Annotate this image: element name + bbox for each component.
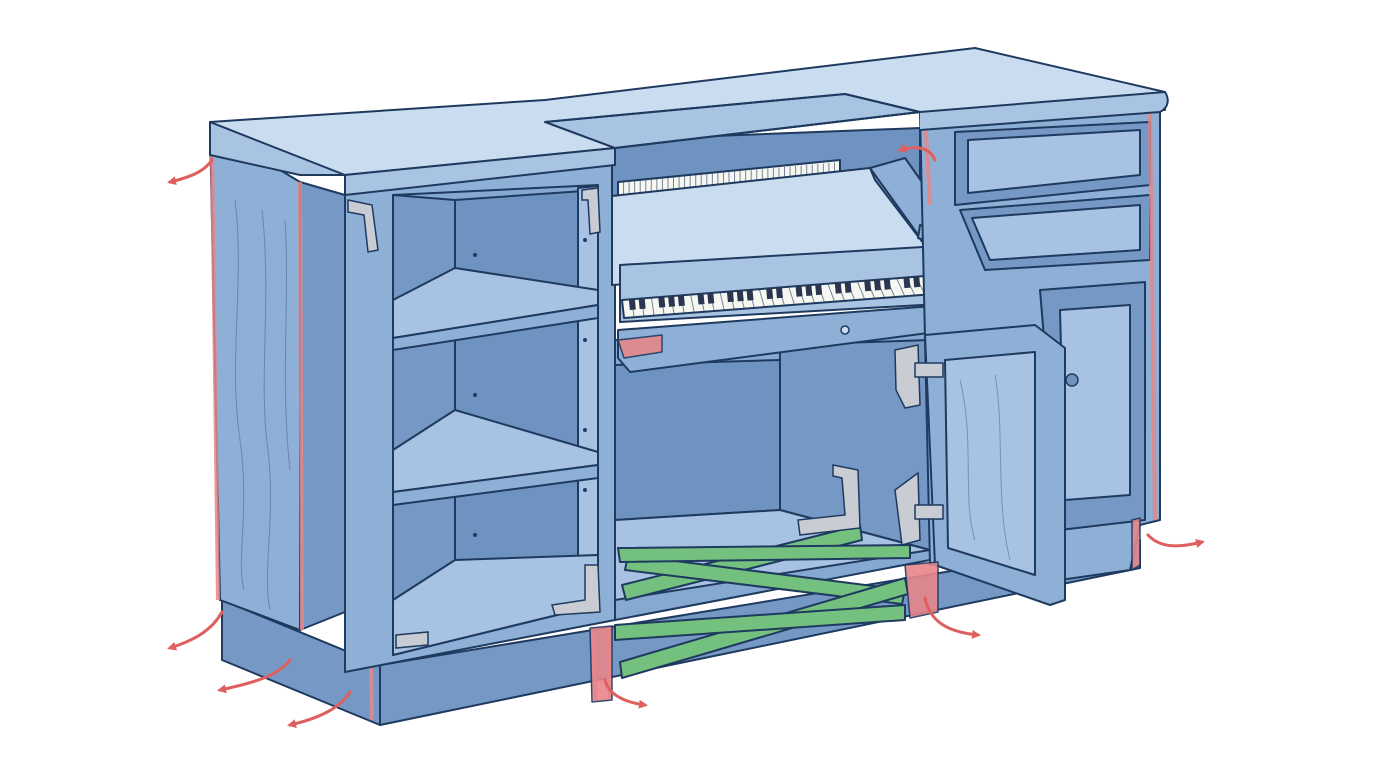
black-keys xyxy=(628,273,960,310)
black-key xyxy=(746,289,754,301)
black-key xyxy=(775,287,783,299)
corner-bracket xyxy=(347,199,379,253)
arrow-icon xyxy=(923,596,981,639)
arrow-icon xyxy=(1146,533,1205,548)
black-key xyxy=(736,290,744,302)
black-key xyxy=(638,298,646,310)
corner-bracket xyxy=(395,631,429,649)
corner-bracket xyxy=(797,464,861,536)
white-key xyxy=(719,292,725,311)
right-cabinet xyxy=(894,111,1161,619)
arrow-icon xyxy=(897,144,937,162)
arrow-icon xyxy=(167,158,214,185)
black-key xyxy=(864,280,872,292)
black-key xyxy=(874,279,882,291)
black-key xyxy=(834,282,842,294)
hinge-icon xyxy=(894,471,944,546)
center-bay xyxy=(589,329,931,703)
shelf xyxy=(392,267,599,351)
keyhole-icon xyxy=(840,325,850,335)
hinge-icon xyxy=(894,344,944,409)
shelf xyxy=(392,409,599,506)
cross-brace xyxy=(614,524,911,679)
white-key xyxy=(650,297,655,316)
arrow-icon xyxy=(603,678,648,709)
expansion-arrows xyxy=(167,144,1205,729)
arrow-icon xyxy=(287,690,352,729)
black-key xyxy=(677,295,685,307)
piano-keyboard xyxy=(611,127,1026,373)
arrow-icon xyxy=(167,610,224,651)
left-cabinet xyxy=(344,164,616,673)
black-key xyxy=(903,277,911,289)
white-key xyxy=(896,278,906,297)
corner-bracket xyxy=(551,564,601,616)
countertop xyxy=(209,47,1169,196)
black-key xyxy=(726,291,734,303)
white-key xyxy=(856,281,866,300)
black-key xyxy=(844,281,852,293)
black-key xyxy=(805,284,813,296)
drawer xyxy=(954,121,1151,206)
black-key xyxy=(795,285,803,297)
cabinet-door xyxy=(924,324,1066,606)
left-end-panel xyxy=(209,127,374,721)
drawer xyxy=(959,194,1151,271)
arrow-icon xyxy=(217,658,292,694)
white-key xyxy=(690,294,695,313)
white-key xyxy=(788,286,795,305)
white-key xyxy=(827,283,836,302)
black-key xyxy=(697,293,705,305)
black-key xyxy=(668,295,676,307)
black-key xyxy=(658,296,666,308)
black-key xyxy=(913,276,921,288)
black-key xyxy=(883,278,891,290)
white-key xyxy=(758,288,765,308)
black-key xyxy=(766,288,774,300)
black-key xyxy=(815,284,823,296)
black-key xyxy=(707,292,715,304)
corner-bracket xyxy=(581,187,601,235)
black-key xyxy=(628,298,636,310)
